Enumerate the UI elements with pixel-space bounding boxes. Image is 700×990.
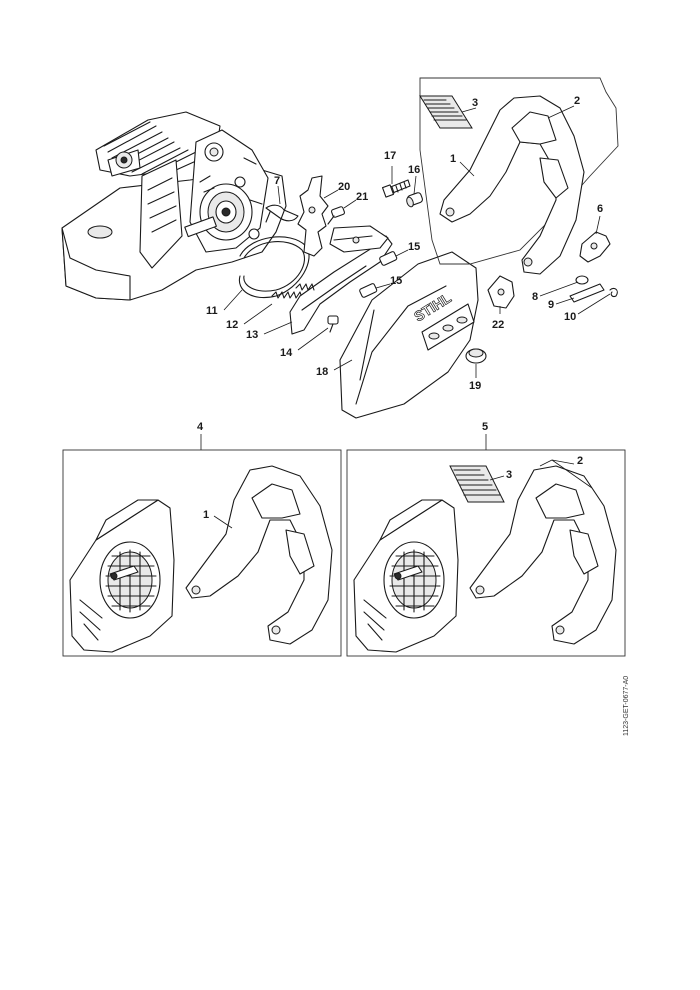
callout-14: 14 (280, 347, 293, 359)
callout-1: 1 (450, 153, 456, 165)
sprocket-cover: STIHL (339, 251, 479, 419)
chain-catcher (487, 275, 515, 309)
hand-lever (297, 175, 329, 257)
nut-upper (379, 251, 398, 266)
kit-5-label-strip (449, 465, 505, 503)
callout-16: 16 (408, 164, 420, 176)
callout-9: 9 (548, 299, 554, 311)
callout-12: 12 (226, 319, 238, 331)
kit-4-hand-guard (185, 465, 333, 645)
callout-18: 18 (316, 366, 328, 378)
cover-nut (465, 348, 487, 364)
engine-housing (61, 111, 287, 301)
callout-7: 7 (274, 175, 280, 187)
callout-19: 19 (469, 380, 481, 392)
callout-2: 2 (574, 95, 580, 107)
guide-plate (289, 225, 393, 335)
callout-11: 11 (206, 305, 218, 317)
handguard-label-strip (419, 95, 473, 129)
clip-10 (609, 287, 618, 298)
callout-17: 17 (384, 150, 396, 162)
screw (327, 206, 345, 225)
callout-20: 20 (338, 181, 350, 193)
callout-6: 6 (597, 203, 603, 215)
kit-5-label: 5 (482, 421, 488, 433)
kit-5-callout-2: 2 (577, 455, 583, 467)
kit-5-panel: 5 2 3 (346, 421, 626, 657)
kit-4-fan-cover (69, 499, 175, 653)
spring-clip (265, 204, 299, 223)
kit-5-fan-cover (353, 499, 459, 653)
callout-21: 21 (356, 191, 368, 203)
callout-15b: 15 (390, 275, 402, 287)
sleeve (406, 192, 423, 208)
kit-5-callout-3: 3 (506, 469, 512, 481)
callout-8: 8 (532, 291, 538, 303)
callouts-top: 3 2 1 6 8 9 10 22 19 18 17 16 20 21 15 1… (206, 95, 611, 392)
hand-guard (439, 95, 585, 275)
washer-8 (575, 275, 589, 285)
drawing-code: 1123-GET-0677-A0 (623, 676, 630, 736)
callout-3: 3 (472, 97, 478, 109)
link-9 (569, 283, 605, 303)
screw-small (327, 315, 339, 333)
kit-5-hand-guard (469, 465, 617, 645)
bolt (381, 179, 411, 198)
callout-22: 22 (492, 319, 504, 331)
callout-10: 10 (564, 311, 576, 323)
kit-4-panel: 4 1 (62, 421, 342, 657)
callout-15a: 15 (408, 241, 420, 253)
brake-band (238, 236, 310, 298)
nut-lower (359, 283, 378, 298)
callout-13: 13 (246, 329, 258, 341)
kit-4-label: 4 (197, 421, 204, 433)
kit-4-callout-1: 1 (203, 509, 209, 521)
lever-6 (579, 231, 611, 263)
